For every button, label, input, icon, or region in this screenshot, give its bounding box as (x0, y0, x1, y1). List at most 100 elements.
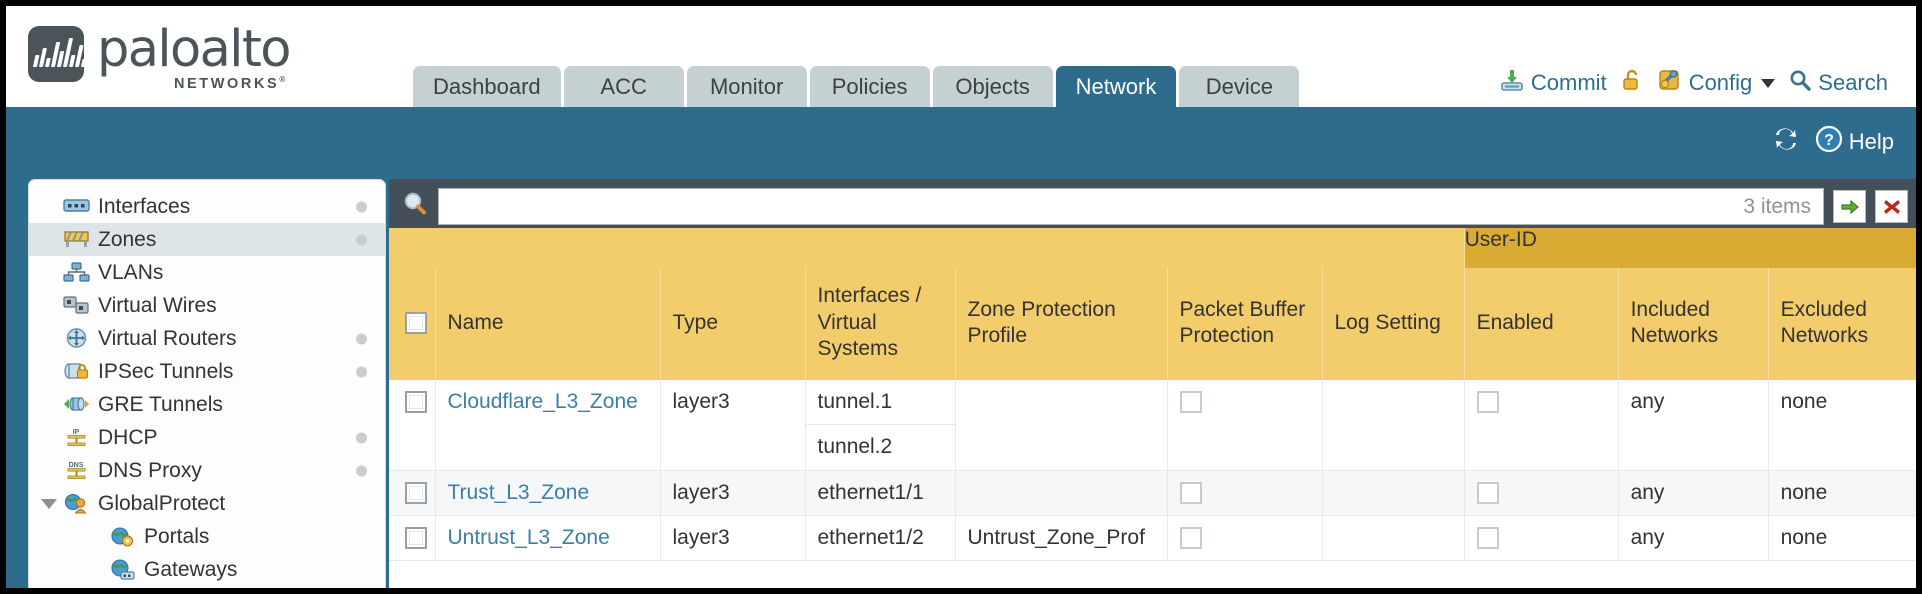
cell-userid-enabled[interactable] (1464, 515, 1619, 562)
filter-search-icon[interactable] (401, 190, 429, 223)
sidebar-item-dns-proxy[interactable]: DNS DNS Proxy (29, 454, 385, 487)
packet-buffer-checkbox[interactable] (1179, 391, 1202, 414)
cell-interfaces: tunnel.1 tunnel.2 (805, 380, 956, 471)
status-dot (356, 432, 367, 443)
cell-userid-enabled[interactable] (1464, 380, 1619, 471)
sidebar-item-dhcp[interactable]: IP DHCP (29, 421, 385, 454)
search-input[interactable] (451, 194, 1744, 219)
clear-filter-button[interactable] (1875, 190, 1908, 223)
zone-name-link[interactable]: Cloudflare_L3_Zone (447, 390, 638, 413)
sidebar-item-gre-tunnels[interactable]: GRE Tunnels (29, 388, 385, 421)
interface-item: ethernet1/2 (817, 525, 924, 549)
interface-item: ethernet1/1 (817, 480, 924, 504)
row-select-cell[interactable] (389, 470, 436, 516)
cell-included-networks: any (1618, 515, 1769, 562)
row-checkbox[interactable] (405, 391, 427, 414)
tab-monitor[interactable]: Monitor (686, 66, 807, 107)
col-header-excluded-networks[interactable]: Excluded Networks (1768, 268, 1916, 380)
zones-table: User-ID Name Type Interfaces / Virtual S… (389, 228, 1916, 562)
tab-device[interactable]: Device (1179, 66, 1300, 107)
search-icon (1788, 68, 1812, 98)
search-button[interactable]: Search (1788, 68, 1888, 98)
select-all-header[interactable] (389, 268, 436, 380)
svg-text:IP: IP (73, 429, 80, 436)
cell-zone-protection: Untrust_Zone_Prof (955, 515, 1168, 562)
sidebar-item-label: Gateways (144, 557, 238, 581)
sidebar-item-vlans[interactable]: VLANs (29, 256, 385, 289)
col-header-enabled[interactable]: Enabled (1464, 268, 1619, 380)
sidebar-item-globalprotect[interactable]: GlobalProtect (29, 487, 385, 520)
userid-enabled-checkbox[interactable] (1476, 391, 1499, 414)
refresh-button[interactable] (1771, 126, 1801, 158)
cell-included-networks: any (1618, 380, 1769, 471)
sidebar-item-portals[interactable]: Portals (29, 520, 385, 553)
table-row[interactable]: Trust_L3_Zone layer3 ethernet1/1 (389, 470, 1916, 516)
sidebar-item-interfaces[interactable]: Interfaces (29, 190, 385, 223)
tab-network[interactable]: Network (1055, 66, 1177, 107)
help-icon: ? (1815, 125, 1843, 159)
gre-tunnels-icon (63, 394, 90, 416)
col-header-zone-protection[interactable]: Zone Protection Profile (955, 268, 1168, 380)
table-row[interactable]: Untrust_L3_Zone layer3 ethernet1/2 Untru… (389, 515, 1916, 562)
sidebar-item-label: Zones (98, 227, 157, 251)
col-header-name[interactable]: Name (435, 268, 661, 380)
help-label: Help (1848, 129, 1894, 154)
sidebar-item-zones[interactable]: Zones (29, 223, 385, 256)
sidebar: Interfaces Zones (28, 179, 386, 588)
main-panel: 3 items (389, 179, 1916, 588)
main-nav-tabs[interactable]: Dashboard ACC Monitor Policies Objects N… (413, 66, 1300, 107)
config-menu[interactable]: Config (1657, 68, 1776, 98)
sidebar-item-label: DHCP (98, 425, 158, 449)
col-header-log-setting[interactable]: Log Setting (1322, 268, 1465, 380)
sidebar-item-ipsec-tunnels[interactable]: IPSec Tunnels (29, 355, 385, 388)
status-dot (356, 201, 367, 212)
row-select-cell[interactable] (389, 515, 436, 562)
row-checkbox[interactable] (405, 481, 427, 504)
lock-button[interactable] (1620, 68, 1644, 98)
table-row[interactable]: Cloudflare_L3_Zone layer3 tunnel.1 tunne… (389, 380, 1916, 471)
search-input-wrap[interactable]: 3 items (438, 188, 1824, 225)
apply-filter-button[interactable] (1833, 190, 1866, 223)
userid-enabled-checkbox[interactable] (1476, 481, 1499, 504)
col-header-packet-buffer[interactable]: Packet Buffer Protection (1167, 268, 1323, 380)
cell-name[interactable]: Trust_L3_Zone (435, 470, 661, 516)
select-all-checkbox[interactable] (405, 312, 427, 335)
packet-buffer-checkbox[interactable] (1179, 481, 1202, 504)
commit-button[interactable]: Commit (1499, 68, 1607, 98)
col-header-included-networks[interactable]: Included Networks (1618, 268, 1769, 380)
col-header-interfaces[interactable]: Interfaces / Virtual Systems (805, 268, 956, 380)
filter-bar: 3 items (389, 185, 1916, 228)
interface-item: tunnel.1 (805, 380, 955, 426)
userid-enabled-checkbox[interactable] (1476, 527, 1499, 550)
zone-name-link[interactable]: Trust_L3_Zone (447, 480, 590, 504)
sidebar-item-virtual-routers[interactable]: Virtual Routers (29, 322, 385, 355)
zones-table-container: User-ID Name Type Interfaces / Virtual S… (389, 228, 1916, 588)
tab-policies[interactable]: Policies (809, 66, 930, 107)
brand-logo: paloalto NETWORKS® (28, 24, 291, 92)
cell-packet-buffer[interactable] (1167, 380, 1323, 471)
cell-packet-buffer[interactable] (1167, 470, 1323, 516)
cell-name[interactable]: Cloudflare_L3_Zone (435, 380, 661, 471)
packet-buffer-checkbox[interactable] (1179, 527, 1202, 550)
row-checkbox[interactable] (405, 527, 427, 550)
tab-objects[interactable]: Objects (932, 66, 1053, 107)
status-dot (356, 234, 367, 245)
svg-text:DNS: DNS (69, 462, 84, 469)
items-count-label: 3 items (1743, 194, 1811, 218)
expander-triangle-icon[interactable] (41, 498, 57, 509)
cell-excluded-networks: none (1768, 470, 1916, 516)
sidebar-item-virtual-wires[interactable]: Virtual Wires (29, 289, 385, 322)
tab-dashboard[interactable]: Dashboard (413, 66, 561, 107)
col-header-type[interactable]: Type (660, 268, 806, 380)
cell-userid-enabled[interactable] (1464, 470, 1619, 516)
cell-packet-buffer[interactable] (1167, 515, 1323, 562)
sidebar-item-gateways[interactable]: Gateways (29, 553, 385, 586)
row-select-cell[interactable] (389, 380, 436, 471)
sidebar-item-label: Portals (144, 524, 210, 548)
tab-acc[interactable]: ACC (563, 66, 684, 107)
cell-name[interactable]: Untrust_L3_Zone (435, 515, 661, 562)
cell-excluded-networks: none (1768, 515, 1916, 562)
zone-name-link[interactable]: Untrust_L3_Zone (447, 525, 610, 549)
portals-icon (109, 526, 136, 548)
help-button[interactable]: ? Help (1815, 125, 1894, 159)
